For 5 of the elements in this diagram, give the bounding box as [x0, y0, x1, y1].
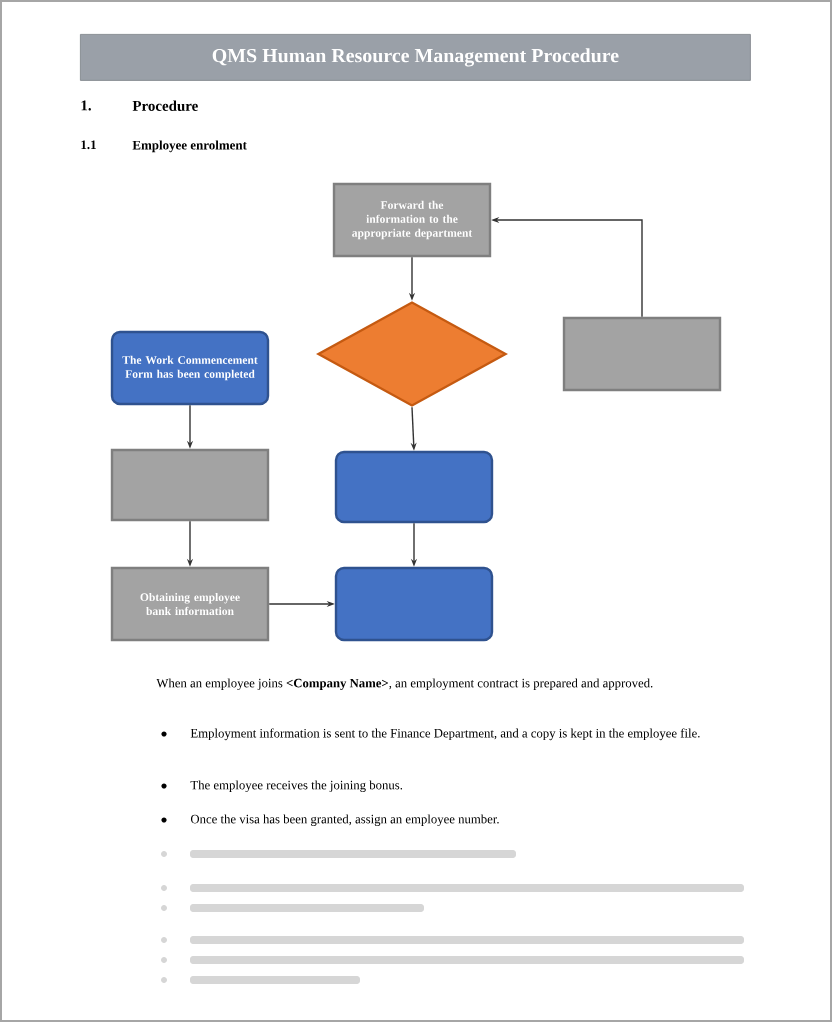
process-box — [334, 566, 494, 642]
process-box — [334, 450, 494, 524]
process-box — [562, 316, 722, 392]
title-band: QMS Human Resource Management Procedure — [80, 34, 751, 81]
process-box — [110, 448, 270, 522]
